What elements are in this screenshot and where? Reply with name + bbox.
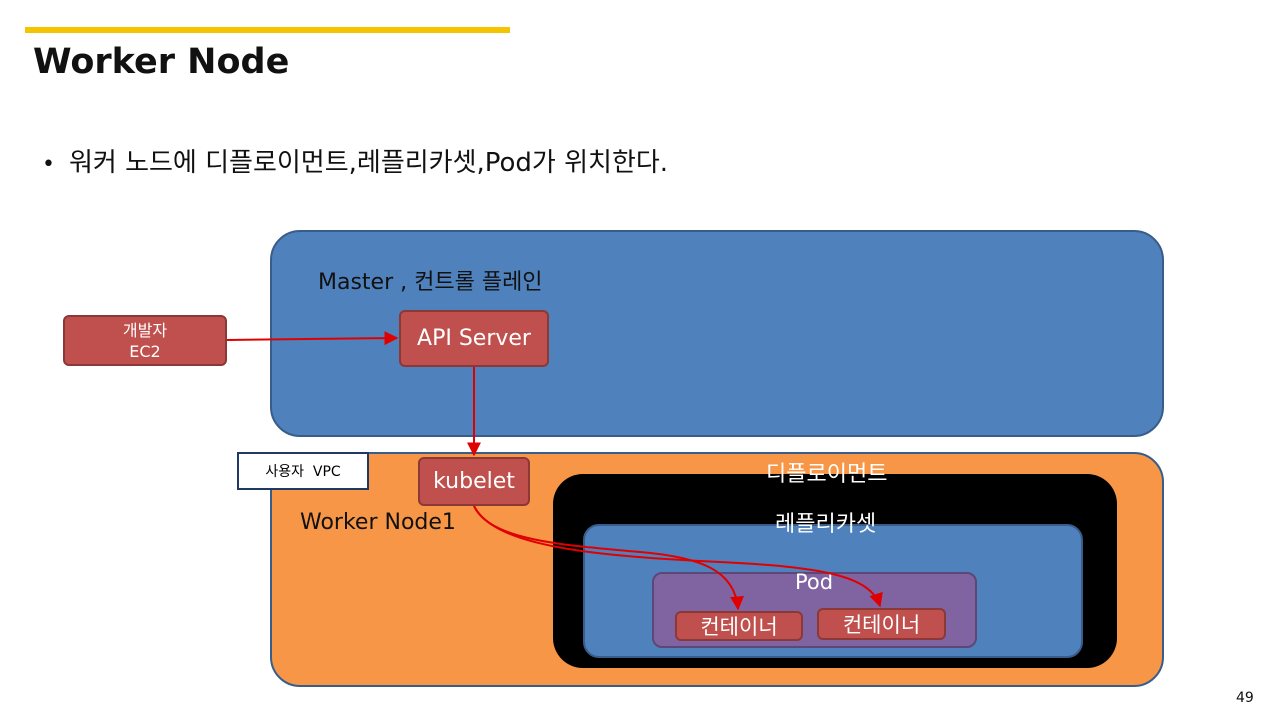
api-server-box: API Server xyxy=(399,310,549,367)
ec2-label: EC2 xyxy=(129,341,161,361)
master-label: Master , 컨트롤 플레인 xyxy=(318,270,543,295)
arrow-kubelet-to-container-2 xyxy=(473,505,883,608)
pod-label: Pod xyxy=(795,570,834,594)
page-number: 49 xyxy=(1236,690,1254,706)
replicaset-label: 레플리카셋 xyxy=(775,512,877,537)
bullet-item: • 워커 노드에 디플로이먼트,레플리카셋,Pod가 위치한다. xyxy=(42,142,668,179)
deployment-label: 디플로이먼트 xyxy=(766,462,888,487)
developer-ec2-box: 개발자 EC2 xyxy=(63,315,227,366)
kubelet-box: kubelet xyxy=(418,457,530,506)
developer-label: 개발자 xyxy=(122,320,168,340)
arrow-developer-to-api xyxy=(226,331,399,346)
arrow-kubelet-to-container-1 xyxy=(473,505,745,611)
title-accent-bar xyxy=(25,27,510,33)
container-label-1: 컨테이너 xyxy=(700,615,778,639)
bullet-dot-icon: • xyxy=(42,152,55,177)
slide-title: Worker Node xyxy=(33,42,290,82)
kubelet-label: kubelet xyxy=(433,469,515,494)
bullet-text: 워커 노드에 디플로이먼트,레플리카셋,Pod가 위치한다. xyxy=(68,148,669,178)
api-server-label: API Server xyxy=(417,326,531,351)
container-label-2: 컨테이너 xyxy=(842,613,921,637)
container-box-1: 컨테이너 xyxy=(675,611,803,641)
container-box-2: 컨테이너 xyxy=(817,608,946,640)
user-vpc-box: 사용자 VPC xyxy=(237,452,369,490)
worker-node-label: Worker Node1 xyxy=(300,510,456,535)
